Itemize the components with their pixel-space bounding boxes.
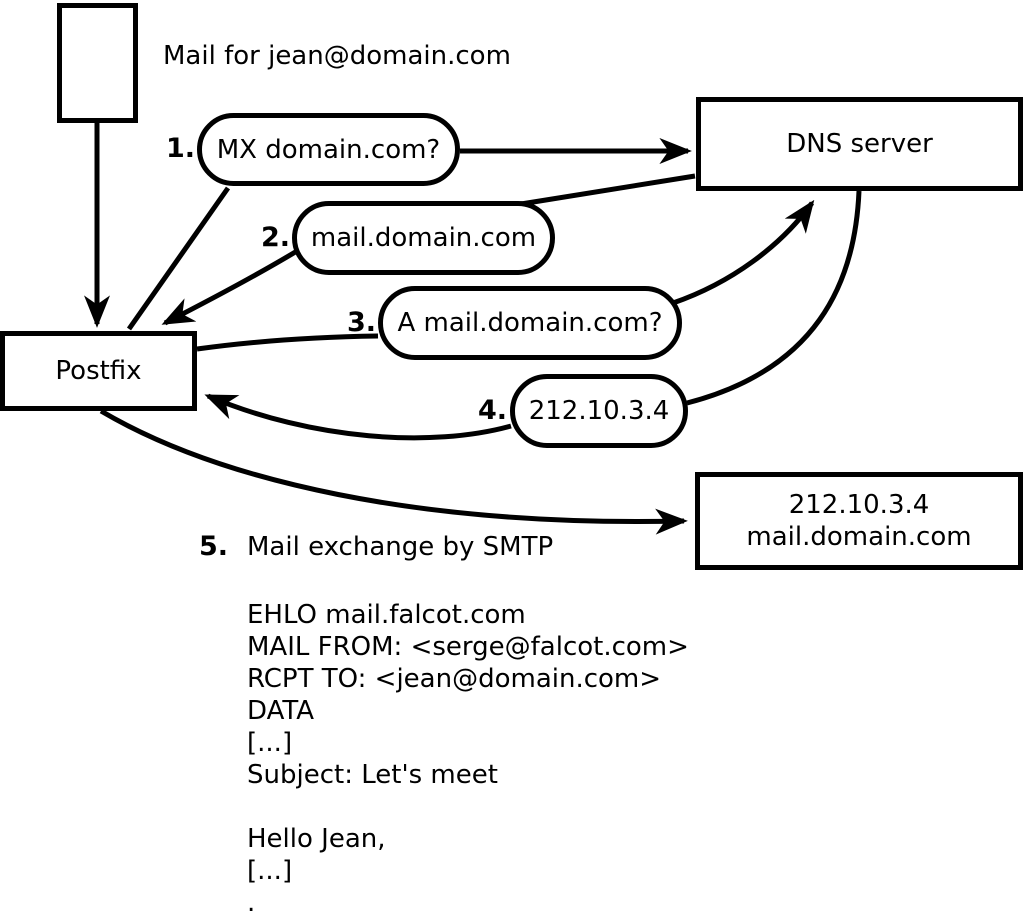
line-postfix-to-query1 bbox=[126, 186, 231, 331]
step5-label: Mail exchange by SMTP bbox=[247, 532, 554, 562]
node-postfix-label: Postfix bbox=[55, 356, 142, 386]
step3-number: 3. bbox=[346, 307, 376, 338]
line-dns-to-answer2 bbox=[520, 173, 696, 207]
node-mail-server-hostname: mail.domain.com bbox=[746, 522, 972, 552]
node-postfix: Postfix bbox=[0, 331, 197, 411]
pill-step3-label: A mail.domain.com? bbox=[397, 308, 663, 338]
smtp-transcript-line: [...] bbox=[247, 728, 293, 758]
smtp-transcript-line: . bbox=[247, 888, 256, 918]
pill-step3-a-query: A mail.domain.com? bbox=[378, 286, 682, 360]
mail-note: Mail for jean@domain.com bbox=[163, 41, 511, 71]
smtp-transcript-line bbox=[247, 791, 689, 823]
pill-step2-mx-answer: mail.domain.com bbox=[292, 201, 555, 275]
pill-step4-label: 212.10.3.4 bbox=[528, 396, 670, 426]
arrow-answer2-to-postfix bbox=[161, 248, 299, 326]
node-mail-server: 212.10.3.4 mail.domain.com bbox=[695, 472, 1023, 570]
mail-document bbox=[57, 3, 138, 123]
smtp-transcript-line: DATA bbox=[247, 696, 314, 726]
node-dns-server: DNS server bbox=[696, 97, 1023, 191]
smtp-transcript-line: [...] bbox=[247, 856, 293, 886]
line-dns-to-answer4 bbox=[686, 190, 862, 406]
step1-number: 1. bbox=[165, 133, 195, 164]
pill-step2-label: mail.domain.com bbox=[310, 223, 537, 253]
smtp-transcript-line: EHLO mail.falcot.com bbox=[247, 600, 526, 630]
arrow-answer4-to-postfix bbox=[204, 393, 512, 441]
line-postfix-to-query3 bbox=[196, 333, 379, 352]
step5-number: 5. bbox=[198, 531, 228, 562]
pill-step1-mx-query: MX domain.com? bbox=[197, 113, 460, 186]
step2-number: 2. bbox=[260, 222, 290, 253]
arrow-query3-to-dns bbox=[672, 199, 815, 306]
arrow-postfix-to-mailserver bbox=[99, 408, 688, 535]
step4-number: 4. bbox=[477, 395, 507, 426]
node-mail-server-ip: 212.10.3.4 bbox=[788, 490, 930, 520]
pill-step4-a-answer: 212.10.3.4 bbox=[510, 374, 688, 448]
smtp-transcript-line: MAIL FROM: <serge@falcot.com> bbox=[247, 632, 689, 662]
smtp-transcript-line: Hello Jean, bbox=[247, 824, 386, 854]
node-dns-server-label: DNS server bbox=[786, 129, 933, 159]
smtp-transcript-line: Subject: Let's meet bbox=[247, 760, 498, 790]
pill-step1-label: MX domain.com? bbox=[216, 134, 441, 165]
smtp-transcript-line: RCPT TO: <jean@domain.com> bbox=[247, 664, 662, 694]
